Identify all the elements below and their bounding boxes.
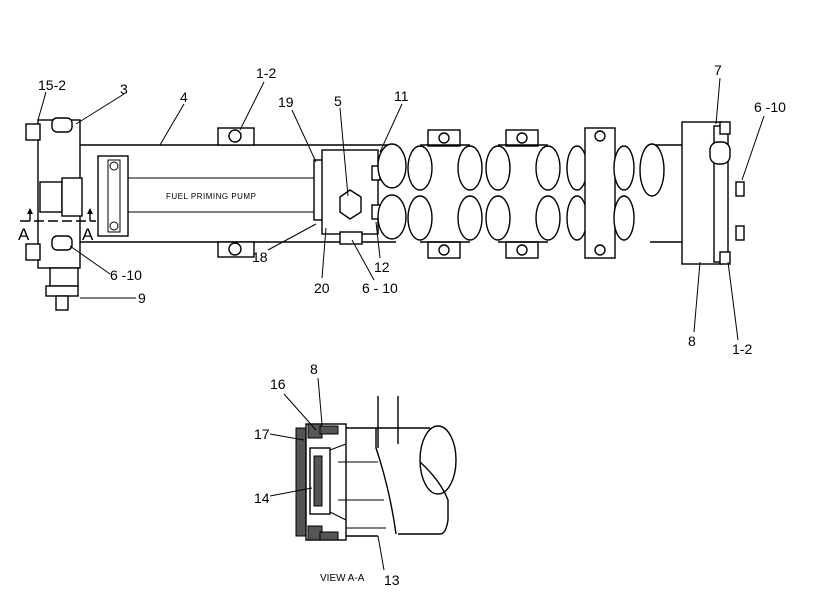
callout-7: 7 — [714, 62, 722, 78]
pump-label: FUEL PRIMING PUMP — [166, 192, 256, 201]
cylinder-section-1 — [377, 143, 407, 240]
callout-6-10-left: 6 -10 — [110, 267, 142, 283]
callout-11: 11 — [394, 88, 409, 104]
callout-8-right: 8 — [688, 333, 696, 349]
callout-14: 14 — [254, 490, 270, 506]
callout-8-view: 8 — [310, 361, 318, 377]
cylinder-section-4 — [566, 127, 635, 259]
leader-lines — [37, 77, 765, 341]
callout-12: 12 — [374, 259, 390, 275]
callout-16: 16 — [270, 376, 286, 392]
left-end-cap — [25, 117, 83, 311]
section-mark-left: A — [18, 225, 30, 244]
callout-13: 13 — [384, 572, 400, 588]
callout-6-10-mid: 6 - 10 — [362, 280, 398, 296]
callout-4: 4 — [180, 89, 188, 105]
view-a-a-detail — [295, 396, 457, 541]
cylinder-section-5 — [639, 143, 684, 243]
callout-1-2-top: 1-2 — [256, 65, 276, 81]
cylinder-section-2 — [407, 129, 483, 259]
callout-19: 19 — [278, 94, 294, 110]
callout-1-2-right: 1-2 — [732, 341, 752, 357]
cylinder-section-3 — [485, 129, 561, 259]
right-end-cap — [681, 121, 745, 265]
callout-15-2: 15-2 — [38, 77, 66, 93]
callout-3: 3 — [120, 81, 128, 97]
section-mark-right: A — [82, 225, 94, 244]
view-leader-lines — [269, 377, 385, 571]
callout-9: 9 — [138, 290, 146, 306]
callout-18: 18 — [252, 249, 268, 265]
callout-20: 20 — [314, 280, 330, 296]
callout-5: 5 — [334, 93, 342, 109]
view-label: VIEW A-A — [320, 573, 365, 584]
callout-17: 17 — [254, 426, 270, 442]
callout-6-10-right: 6 -10 — [754, 99, 786, 115]
valve-block — [313, 149, 381, 245]
section-line — [20, 208, 96, 222]
